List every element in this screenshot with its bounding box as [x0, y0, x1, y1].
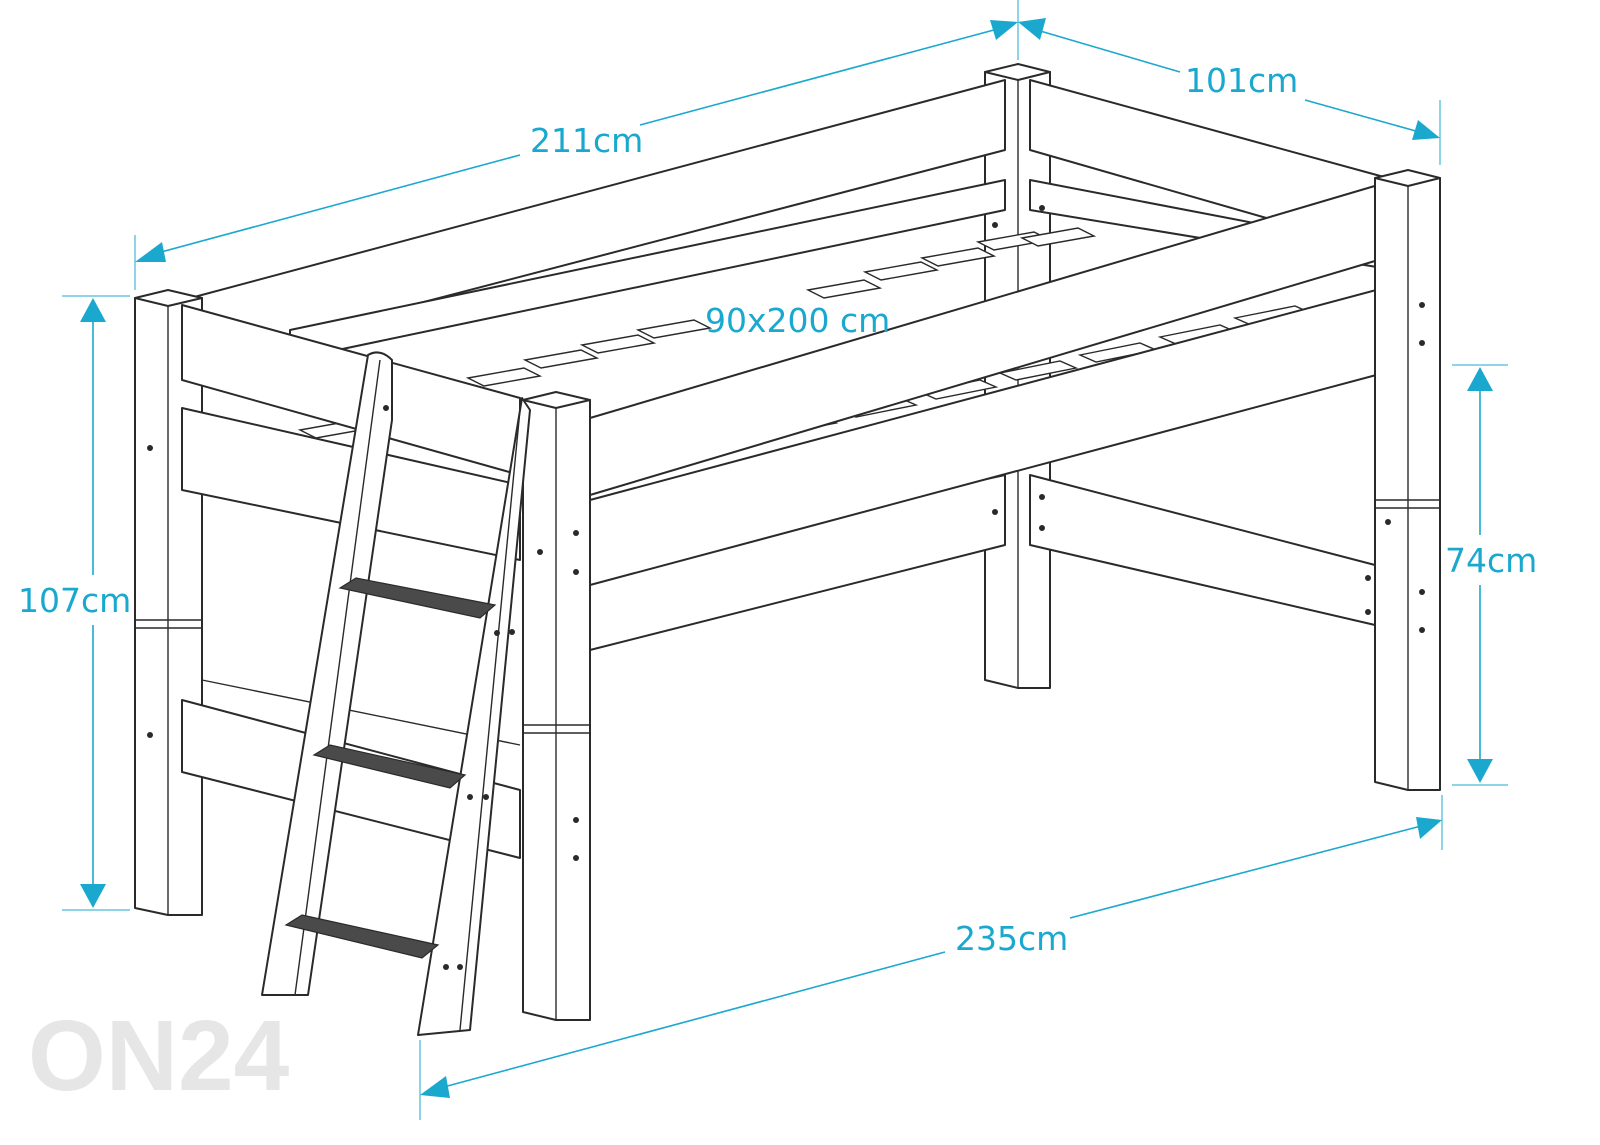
- watermark-logo: ON24: [28, 1000, 290, 1112]
- label-total-height: 107cm: [18, 581, 131, 620]
- front-frame: [134, 169, 1441, 1021]
- ladder-step-top: [338, 577, 497, 619]
- label-under-height: 74cm: [1445, 541, 1537, 580]
- label-length-top: 211cm: [530, 121, 643, 160]
- dimension-101: 101cm: [1018, 18, 1441, 165]
- ladder-step-bottom: [284, 914, 440, 959]
- ladder-step-middle: [312, 744, 467, 789]
- ladder: [261, 351, 531, 1036]
- dimension-211: 211cm: [134, 0, 1019, 290]
- dimension-107: 107cm: [18, 295, 131, 911]
- label-length-bottom: 235cm: [955, 919, 1068, 958]
- dimension-235: 235cm: [419, 795, 1443, 1120]
- dimension-mattress: 90x200 cm: [705, 301, 890, 340]
- dimension-74: 74cm: [1445, 364, 1537, 786]
- label-mattress: 90x200 cm: [705, 301, 890, 340]
- label-width-top: 101cm: [1185, 61, 1298, 100]
